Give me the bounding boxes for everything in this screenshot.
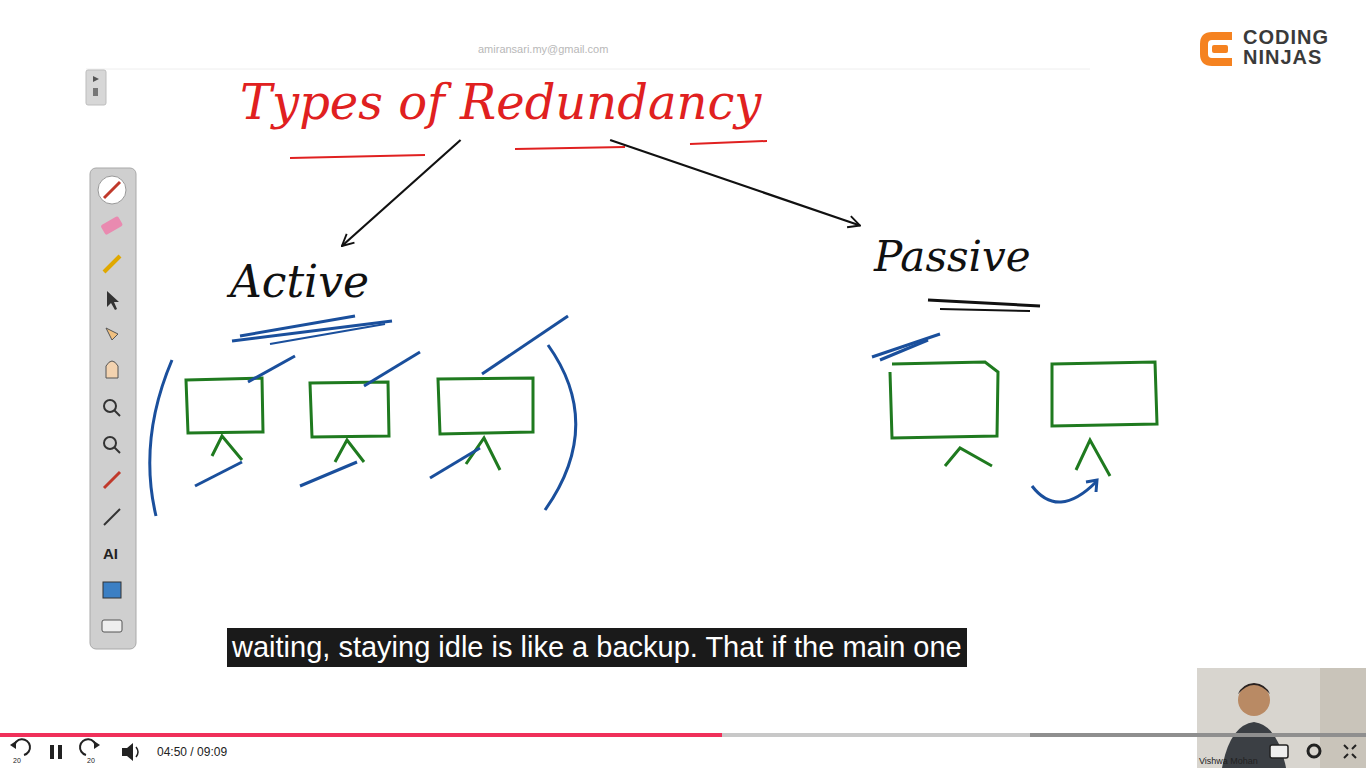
arrow-connector xyxy=(610,140,860,226)
skip-seconds: 20 xyxy=(13,757,21,764)
toolbar-text-tool: AI xyxy=(103,545,118,562)
arrow-connector xyxy=(342,140,461,246)
skip-seconds: 20 xyxy=(87,757,95,764)
subtitle-caption: waiting, staying idle is like a backup. … xyxy=(227,628,967,667)
category-node: Passive xyxy=(866,228,1041,287)
category-node: Active xyxy=(222,252,380,313)
node-text: Passive xyxy=(874,232,1033,281)
logo-text: NINJAS xyxy=(1243,46,1322,69)
title-node: Types of Redundancy xyxy=(232,70,772,136)
watermark: amiransari.my@gmail.com xyxy=(478,43,608,55)
node-text: Active xyxy=(230,256,372,307)
time-display: 04:50 / 09:09 xyxy=(157,745,227,759)
node-text: Types of Redundancy xyxy=(240,74,764,130)
presenter-name: Vishwa Mohan xyxy=(1199,756,1258,766)
logo-text: CODING xyxy=(1243,26,1329,49)
